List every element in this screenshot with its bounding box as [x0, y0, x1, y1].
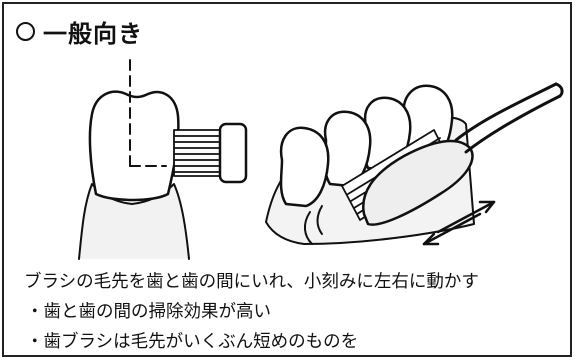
caption-bullet-1: ・歯と歯の間の掃除効果が高い: [26, 302, 271, 322]
brushing-illustration: [78, 59, 564, 260]
caption-bullet-2: ・歯ブラシは毛先がいくぶん短めのものを: [26, 332, 359, 352]
right-brush-handle: [454, 82, 558, 142]
caption-main: ブラシの毛先を歯と歯の間にいれ、小刻みに左右に動かす: [24, 272, 479, 292]
motion-lines: [304, 205, 323, 245]
circle-icon: [16, 22, 35, 41]
left-gum: [78, 183, 190, 260]
left-brush-bristles: [173, 129, 223, 177]
right-teeth-figure: [265, 82, 564, 246]
double-arrow-icon: [422, 200, 496, 246]
caption: ブラシの毛先を歯と歯の間にいれ、小刻みに左右に動かす ・歯と歯の間の掃除効果が高…: [24, 267, 479, 357]
tooth-1: [279, 126, 330, 208]
section-title-text: 一般向き: [43, 20, 143, 48]
section-title: 一般向き: [16, 14, 143, 49]
left-tooth: [88, 90, 180, 202]
left-brush-head: [218, 122, 248, 184]
left-tooth-figure: [78, 59, 248, 260]
card-frame: 一般向き: [2, 2, 572, 357]
